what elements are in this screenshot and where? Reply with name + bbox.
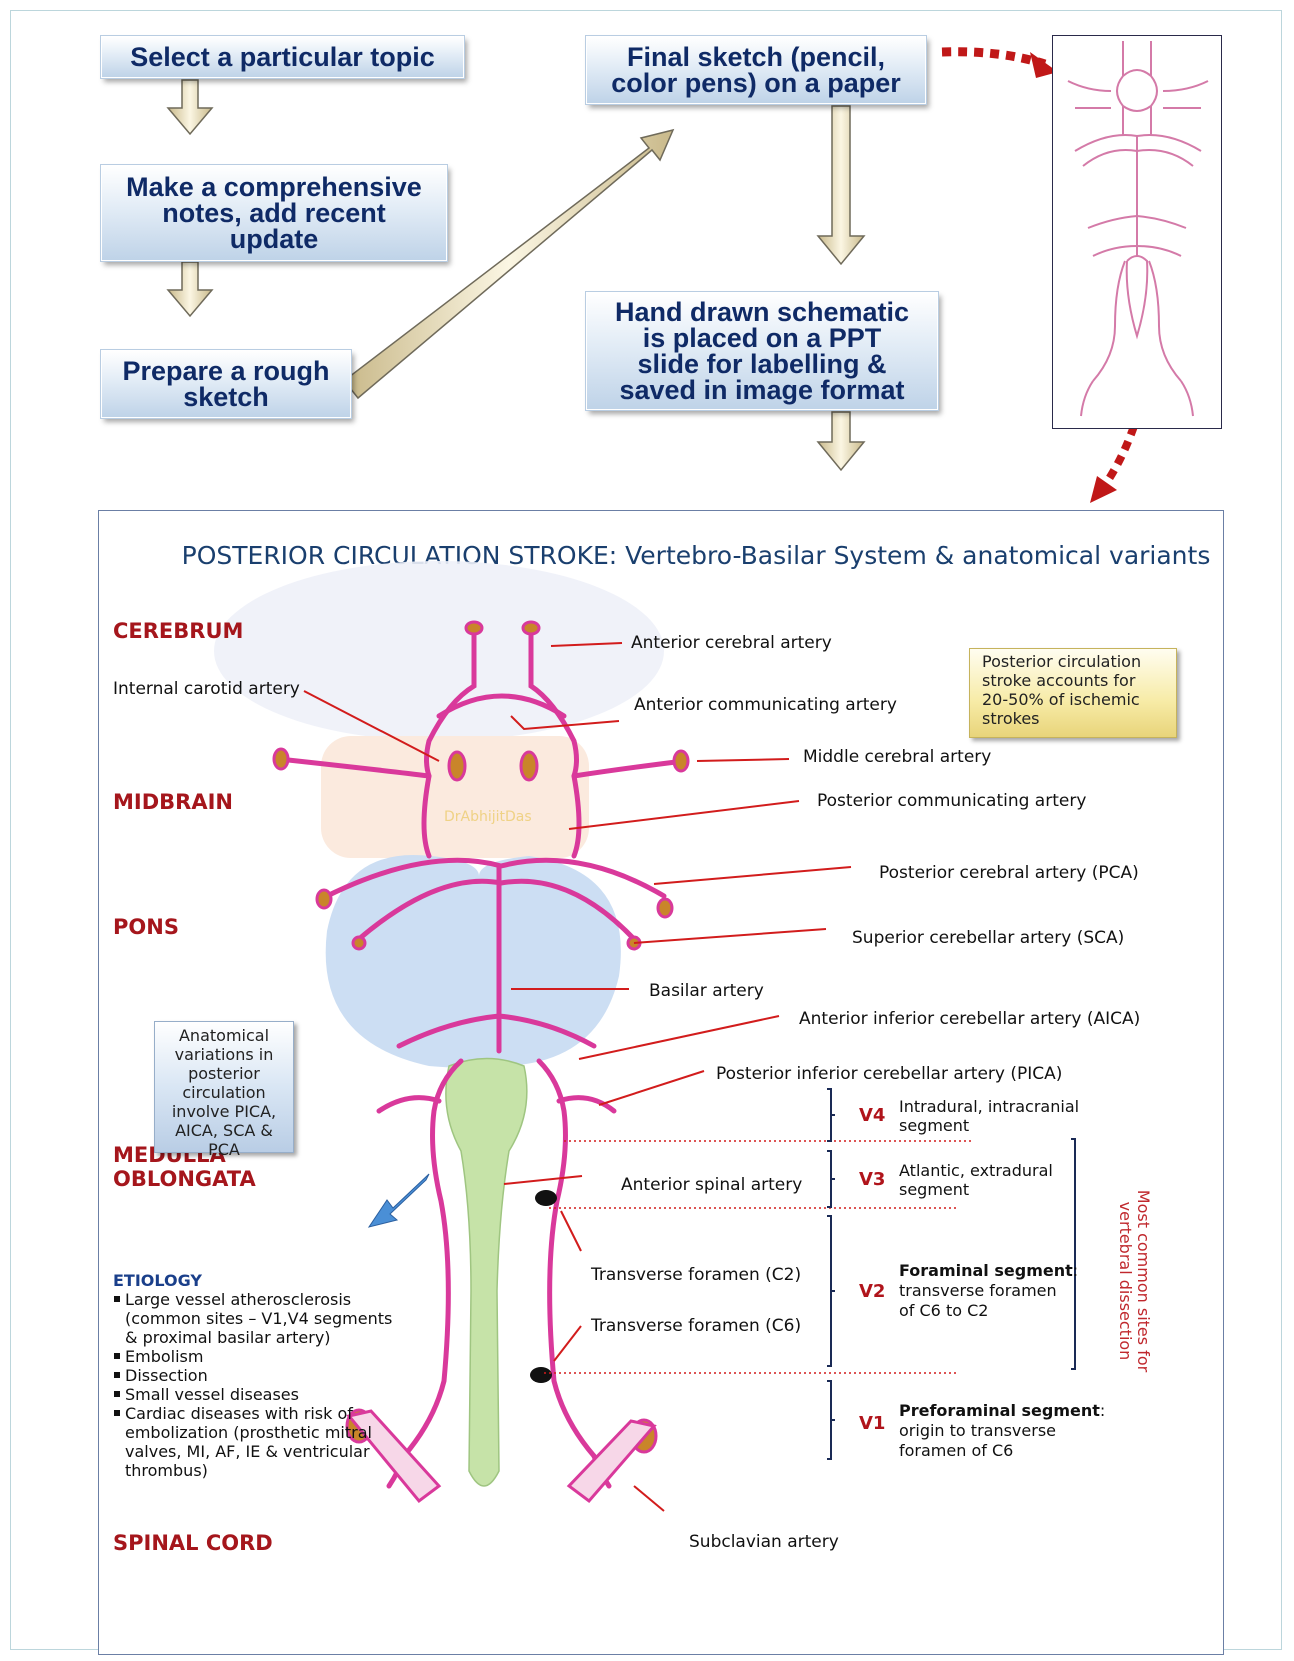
segment-v2-desc-wrap: Foraminal segment: transverse foramen of… bbox=[899, 1261, 1078, 1321]
label-aca: Anterior cerebral artery bbox=[631, 633, 832, 653]
step-final-sketch: Final sketch (pencil, color pens) on a p… bbox=[586, 36, 926, 104]
etiology-heading: ETIOLOGY bbox=[113, 1271, 433, 1290]
etiology-item: Embolism bbox=[113, 1347, 433, 1366]
anatomy-panel: POSTERIOR CIRCULATION STROKE: Vertebro-B… bbox=[98, 510, 1224, 1655]
segment-v1-desc-bold: Preforaminal segment bbox=[899, 1401, 1100, 1420]
segment-v4-desc: Intradural, intracranial segment bbox=[899, 1097, 1079, 1135]
segment-v3-desc: Atlantic, extradural segment bbox=[899, 1161, 1053, 1199]
step-ppt-schematic: Hand drawn schematic is placed on a PPT … bbox=[586, 292, 938, 410]
region-pons: PONS bbox=[113, 915, 179, 939]
etiology-item: Cardiac diseases with risk of embolizati… bbox=[113, 1404, 433, 1480]
dissection-note: Most common sites for vertebral dissecti… bbox=[1119, 1161, 1149, 1401]
segment-v2-desc-bold: Foraminal segment bbox=[899, 1261, 1073, 1280]
down-arrow-1 bbox=[168, 80, 212, 134]
etiology-arrow bbox=[369, 1174, 429, 1227]
down-arrow-4 bbox=[818, 412, 864, 470]
label-pica: Posterior inferior cerebellar artery (PI… bbox=[716, 1064, 1062, 1084]
stroke-info-box: Posterior circulation stroke accounts fo… bbox=[969, 648, 1177, 738]
segment-v2-code: V2 bbox=[859, 1281, 885, 1302]
step-select-topic: Select a particular topic bbox=[101, 36, 464, 78]
down-arrow-2 bbox=[168, 262, 212, 316]
region-midbrain: MIDBRAIN bbox=[113, 790, 233, 814]
label-basilar: Basilar artery bbox=[649, 981, 764, 1001]
dissection-note-text: Most common sites for vertebral dissecti… bbox=[1116, 1161, 1152, 1401]
down-arrow-3 bbox=[818, 106, 864, 264]
dotted-arrow-down-head bbox=[1090, 476, 1117, 503]
etiology-list: ETIOLOGY Large vessel atherosclerosis (c… bbox=[113, 1271, 433, 1480]
label-asa: Anterior spinal artery bbox=[621, 1175, 802, 1195]
segment-v1-code: V1 bbox=[859, 1413, 885, 1434]
sketch-drawing bbox=[1053, 36, 1221, 428]
step-rough-sketch: Prepare a rough sketch bbox=[101, 350, 351, 418]
segment-v4-code: V4 bbox=[859, 1105, 885, 1126]
label-pca: Posterior cerebral artery (PCA) bbox=[879, 863, 1139, 883]
etiology-item: Dissection bbox=[113, 1366, 433, 1385]
step-comprehensive-notes: Make a comprehensive notes, add recent u… bbox=[101, 165, 447, 261]
label-subclavian: Subclavian artery bbox=[689, 1532, 839, 1552]
region-cerebrum: CEREBRUM bbox=[113, 619, 243, 643]
label-ica: Internal carotid artery bbox=[113, 679, 300, 699]
label-tf-c6: Transverse foramen (C6) bbox=[591, 1316, 801, 1336]
label-aica: Anterior inferior cerebellar artery (AIC… bbox=[799, 1009, 1140, 1029]
label-mca: Middle cerebral artery bbox=[803, 747, 991, 767]
foramen-c6-dot bbox=[530, 1367, 552, 1383]
segment-v3-code: V3 bbox=[859, 1169, 885, 1190]
region-spinal-cord: SPINAL CORD bbox=[113, 1531, 273, 1555]
label-pcom: Posterior communicating artery bbox=[817, 791, 1086, 811]
etiology-item: Large vessel atherosclerosis (common sit… bbox=[113, 1290, 433, 1347]
medulla-shape bbox=[446, 1059, 527, 1487]
watermark: DrAbhijitDas bbox=[444, 809, 532, 825]
foramen-c2-dot bbox=[535, 1190, 557, 1206]
segment-v1-desc-wrap: Preforaminal segment: origin to transver… bbox=[899, 1401, 1105, 1461]
label-tf-c2: Transverse foramen (C2) bbox=[591, 1265, 801, 1285]
dotted-arrow-right bbox=[942, 52, 1045, 64]
hand-drawn-sketch bbox=[1052, 35, 1222, 429]
label-sca: Superior cerebellar artery (SCA) bbox=[852, 928, 1124, 948]
variations-box: Anatomical variations in posterior circu… bbox=[154, 1021, 294, 1153]
etiology-item: Small vessel diseases bbox=[113, 1385, 433, 1404]
label-acom: Anterior communicating artery bbox=[634, 695, 897, 715]
